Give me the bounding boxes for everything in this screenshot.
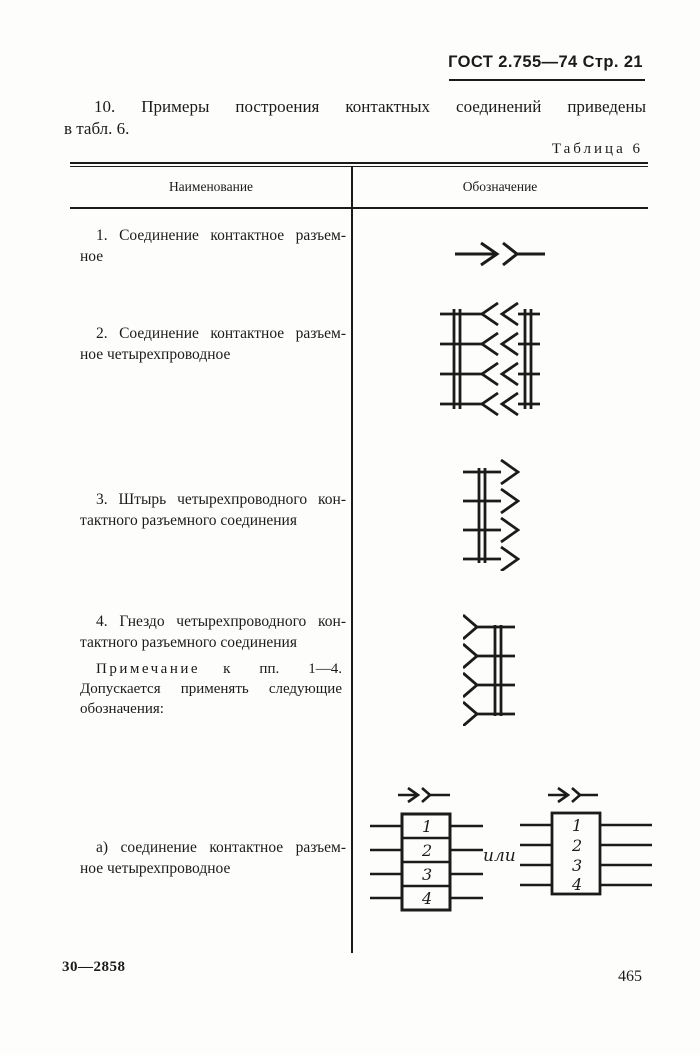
- table-row: а) соединение контактное разъем- ное чет…: [80, 838, 346, 880]
- socket-chevron: [571, 787, 582, 803]
- table-caption: Таблица 6: [551, 141, 643, 157]
- left-wires: [520, 823, 552, 887]
- page-number: 465: [618, 968, 642, 985]
- row3-name-line1: 3. Штырь четырехпроводного кон-: [96, 491, 346, 508]
- column-header-name: Наименование: [168, 179, 254, 194]
- wires: [463, 470, 501, 561]
- wire-number: 4: [571, 875, 582, 894]
- four-wire-box-divided-icon: 1 2 3 4: [370, 786, 483, 918]
- header-rule: [449, 79, 645, 81]
- intro-paragraph: 10. Примеры построения контактных соедин…: [64, 96, 646, 141]
- connector-box: [550, 811, 602, 896]
- connector-bar: [493, 625, 503, 716]
- cell-label: 3: [422, 865, 432, 884]
- detachable-contact-connection-icon: [455, 238, 545, 270]
- or-label: или: [483, 846, 516, 866]
- table-row: 1. Соединение контактное разъем- ное: [80, 226, 346, 268]
- connection-symbol-small: [548, 786, 598, 804]
- table-row: 2. Соединение контактное разъем- ное чет…: [80, 324, 346, 366]
- row2-name-line2: ное четырехпроводное: [80, 345, 231, 363]
- pin-arrow: [407, 786, 421, 804]
- table-top-rule: [70, 162, 648, 167]
- row4-name-line2: тактного разъемного соединения: [80, 633, 297, 651]
- table-header-row: Наименование Обозначение: [70, 167, 648, 209]
- four-wire-socket-icon: [463, 614, 517, 726]
- socket-chevron: [421, 787, 432, 803]
- right-connector-bar: [523, 309, 533, 409]
- cell-label: 4: [421, 889, 432, 908]
- row1-name-line2: ное: [80, 247, 104, 265]
- note-line1: Примечание к пп. 1—4.: [80, 659, 342, 679]
- right-wires: [600, 823, 652, 887]
- row2-name-line1: 2. Соединение контактное разъем-: [96, 325, 346, 342]
- pin-arrow: [557, 786, 571, 804]
- box-cell-lines: [402, 836, 450, 888]
- cell-label: 1: [422, 817, 432, 836]
- table-row: 4. Гнездо четырехпроводного кон- тактног…: [80, 612, 346, 654]
- left-connector-bar: [452, 309, 462, 409]
- wire-number: 1: [572, 816, 582, 835]
- symbols-table: Наименование Обозначение 1. Соединение к…: [70, 162, 652, 957]
- pin-arrow: [480, 241, 500, 267]
- row4-name-line1: 4. Гнездо четырехпроводного кон-: [96, 613, 346, 630]
- wire-number: 2: [571, 836, 582, 855]
- note-title: Примечание: [96, 661, 201, 677]
- row5-name-line1: а) соединение контактное разъем-: [96, 839, 346, 856]
- connector-bar: [477, 468, 487, 563]
- connection-symbol-small: [398, 786, 450, 804]
- note-block: Примечание к пп. 1—4. Допускается примен…: [80, 659, 342, 719]
- pin-arrows: [499, 302, 519, 416]
- column-divider: [351, 167, 353, 953]
- note-reference: к пп. 1—4.: [223, 661, 342, 677]
- pin-arrows: [500, 459, 520, 571]
- socket-forks: [463, 614, 480, 726]
- row3-name-line2: тактного разъемного соединения: [80, 511, 297, 529]
- table-row: 3. Штырь четырехпроводного кон- тактного…: [80, 490, 346, 532]
- page-header: ГОСТ 2.755—74 Стр. 21: [448, 53, 643, 71]
- wire-number: 3: [572, 856, 582, 875]
- left-wires: [370, 824, 402, 900]
- intro-line-2: в табл. 6.: [64, 119, 130, 139]
- right-wires: [518, 312, 540, 406]
- row1-name-line1: 1. Соединение контактное разъем-: [96, 227, 346, 244]
- column-header-designation: Обозначение: [462, 179, 538, 194]
- row5-name-line2: ное четырехпроводное: [80, 859, 231, 877]
- four-wire-detachable-connection-icon: [440, 302, 544, 416]
- intro-line-1: 10. Примеры построения контактных соедин…: [94, 97, 646, 116]
- print-order-number: 30—2858: [62, 959, 126, 975]
- note-line2: Допускается применять следующие: [80, 681, 342, 698]
- four-wire-box-single-icon: 1 2 3 4: [520, 786, 652, 904]
- four-wire-pin-icon: [463, 459, 520, 571]
- socket-chevron: [502, 241, 520, 267]
- note-line3: обозначения:: [80, 701, 164, 718]
- right-wires: [450, 824, 483, 900]
- cell-label: 2: [421, 841, 432, 860]
- socket-chevrons: [479, 302, 499, 416]
